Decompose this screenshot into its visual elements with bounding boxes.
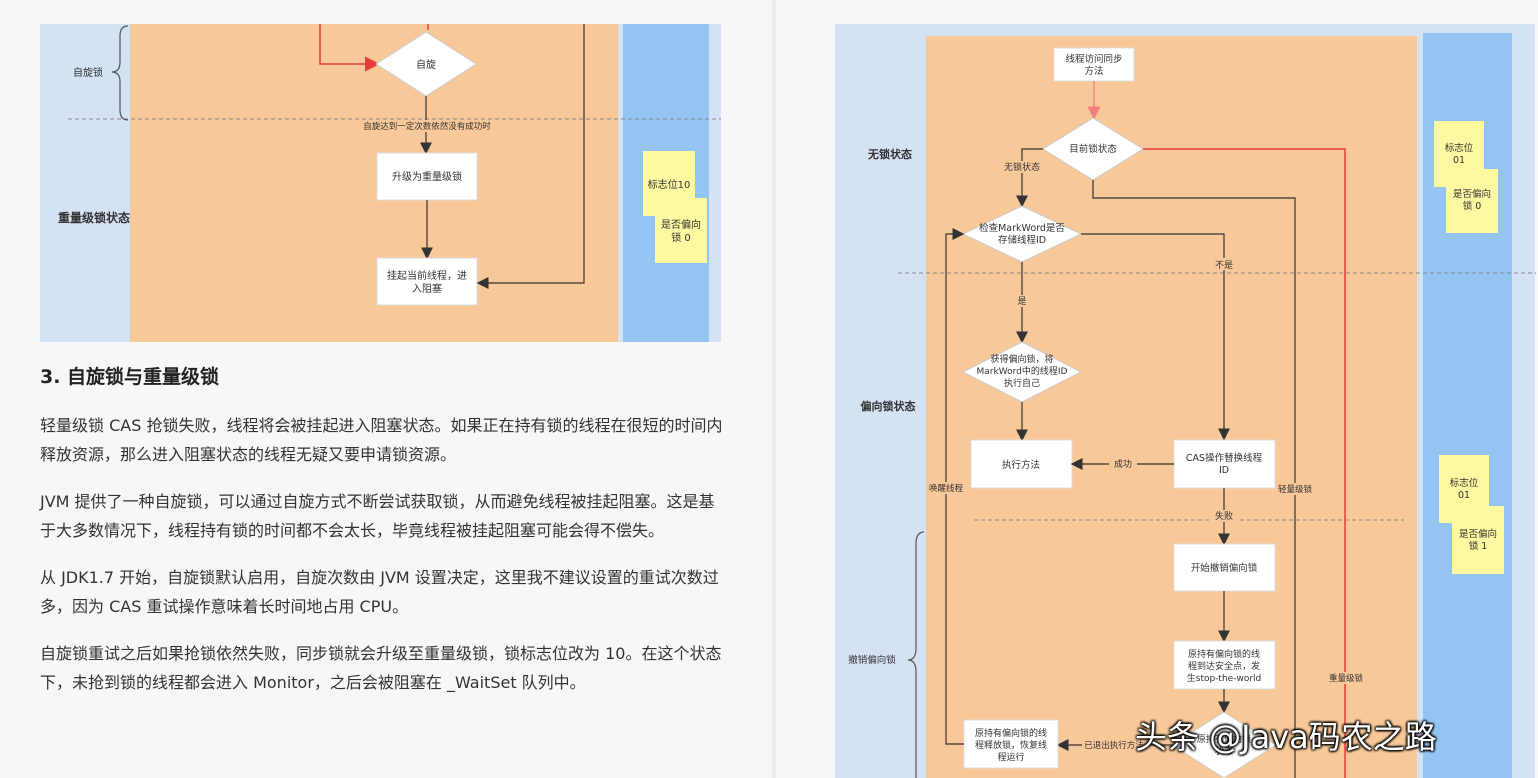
edge-label-bg (1276, 483, 1314, 495)
note-biased (655, 198, 707, 263)
note1-biased-label-2: 锁 0 (1463, 200, 1482, 212)
note2-biased-label-1: 是否偏向 (1459, 528, 1497, 540)
red-edge (319, 24, 429, 64)
edge-wake-label: 唤醒线程 (929, 483, 964, 494)
note-biased-label-2: 锁 0 (671, 231, 691, 244)
lane-orange (130, 24, 618, 342)
paragraph-2: JVM 提供了一种自旋锁，可以通过自旋方式不断尝试获取锁，从而避免线程被挂起阻塞… (40, 492, 715, 540)
block-box-label-1: 挂起当前线程，进 (387, 269, 467, 282)
revoke-box-label: 开始撤销偏向锁 (1191, 562, 1258, 574)
block-box-label-2: 入阻塞 (412, 282, 442, 295)
edge-spin-fail-label: 自旋达到一定次数依然没有成功时 (363, 121, 491, 132)
edge-nolock (1016, 148, 1043, 208)
right-flowchart: 无锁状态 偏向锁状态 撤销偏向锁 线程访问同步 方法 目前锁状态 无锁状态 检查… (835, 24, 1536, 778)
brace-icon (111, 25, 129, 121)
cas-label-1: CAS操作替换线程 (1186, 452, 1263, 464)
get-label-3: 执行自己 (1004, 377, 1040, 389)
bottom-decision (1171, 711, 1277, 778)
release-label-3: 程运行 (997, 751, 1024, 763)
note1-biased-label-1: 是否偏向 (1453, 188, 1491, 200)
spin-decision-label: 自旋 (416, 58, 436, 71)
note2-biased-label-2: 锁 1 (1469, 540, 1488, 552)
edge-label-bg (1210, 510, 1238, 522)
safepoint-label-2: 程到达安全点，发 (1188, 660, 1260, 672)
cas-label-2: ID (1219, 465, 1229, 476)
note1-biased (1446, 169, 1498, 233)
column-separator (772, 0, 776, 778)
check-label-2: 存储线程ID (998, 234, 1046, 246)
safepoint-label-1: 原持有偏向锁的线 (1188, 648, 1260, 660)
watermark: 头条 @Java码农之路 (1135, 718, 1437, 756)
release-label-1: 原持有偏向锁的线 (975, 727, 1047, 739)
note2-biased (1452, 506, 1504, 574)
bottom-label-2: 状态 (1215, 745, 1233, 757)
current-decision-label: 目前锁状态 (1069, 143, 1117, 155)
edge-yes-label: 是 (1017, 296, 1026, 307)
get-label-1: 获得偏向锁，将 (990, 353, 1053, 365)
lane-spin-label: 自旋锁 (73, 66, 103, 79)
edge-label-bg (362, 120, 492, 132)
note2-flag-label-1: 标志位 (1450, 477, 1479, 489)
check-label-1: 检查MarkWord是否 (979, 222, 1065, 234)
right-column: 无锁状态 偏向锁状态 撤销偏向锁 线程访问同步 方法 目前锁状态 无锁状态 检查… (776, 0, 1538, 778)
edge-heavy-red (1143, 148, 1346, 778)
paragraph-1: 轻量级锁 CAS 抢锁失败，线程将会被挂起进入阻塞状态。如果正在持有锁的线程在很… (40, 416, 723, 464)
lane-revoke-label: 撤销偏向锁 (848, 654, 896, 666)
note-biased-label-1: 是否偏向 (661, 218, 701, 231)
lane-orange (926, 36, 1417, 778)
edge-light-label: 轻量级锁 (1278, 484, 1313, 495)
edge-label-bg (1001, 161, 1045, 173)
edge-heavy-label: 重量级锁 (1329, 673, 1364, 684)
lane-biased-label: 偏向锁状态 (861, 399, 916, 413)
edge-success-label: 成功 (1114, 458, 1132, 470)
edge-exited-label: 已退出执行方法 (1084, 740, 1144, 751)
edge-label-bg (1210, 258, 1238, 270)
edge-label-bg (1014, 295, 1030, 307)
get-label-2: MarkWord中的线程ID (977, 365, 1068, 377)
start-label-1: 线程访问同步 (1065, 53, 1122, 65)
edge-nolock-label: 无锁状态 (1004, 161, 1040, 173)
edge-no (1081, 233, 1230, 441)
start-box (1053, 47, 1135, 82)
article: 3. 自旋锁与重量级锁 轻量级锁 CAS 抢锁失败，线程将会被挂起进入阻塞状态。… (40, 362, 730, 715)
exec-box-label: 执行方法 (1002, 459, 1040, 471)
paragraph-4: 自旋锁重试之后如果抢锁依然失败，同步锁就会升级至重量级锁，锁标志位改为 10。在… (40, 644, 722, 692)
note-flag-label: 标志位10 (648, 178, 691, 191)
bottom-label-1: 原持有偏向锁 (1197, 733, 1251, 745)
paragraph-3: 从 JDK1.7 开始，自旋锁默认启用，自旋次数由 JVM 设置决定，这里我不建… (40, 568, 719, 616)
safepoint-label-3: 生stop-the-world (1187, 672, 1261, 684)
edge-label-bg (1082, 739, 1146, 751)
release-label-2: 程释放锁，恢复线 (975, 739, 1047, 751)
edge-fail-label: 失败 (1215, 510, 1233, 522)
upgrade-box-label: 升级为重量级锁 (392, 170, 462, 183)
brace-icon (907, 531, 925, 778)
block-box (376, 257, 478, 306)
lane-heavy-label: 重量级锁状态 (58, 210, 130, 225)
lane-nolock-label: 无锁状态 (867, 147, 912, 161)
section-heading: 3. 自旋锁与重量级锁 (40, 366, 220, 388)
cas-box (1173, 439, 1276, 489)
start-label-2: 方法 (1084, 65, 1103, 77)
edge-no-label: 不是 (1215, 260, 1233, 271)
edge-label-bg (1327, 672, 1365, 684)
note1-flag-label-2: 01 (1453, 155, 1465, 166)
release-box (963, 719, 1059, 769)
edge-label-bg (1109, 458, 1137, 470)
edge-return (476, 24, 585, 289)
exec-box (970, 439, 1073, 489)
upgrade-box (376, 152, 478, 201)
edge-label-bg (926, 482, 966, 494)
revoke-box (1173, 543, 1276, 592)
note1-flag-label-1: 标志位 (1445, 142, 1474, 154)
note2-flag-label-2: 01 (1458, 490, 1470, 501)
left-flowchart: 自旋锁 重量级锁状态 自旋 自旋达到一定次数依然没有成功时 升级为重量级锁 挂起… (40, 24, 721, 342)
left-column: 自旋锁 重量级锁状态 自旋 自旋达到一定次数依然没有成功时 升级为重量级锁 挂起… (40, 24, 730, 715)
